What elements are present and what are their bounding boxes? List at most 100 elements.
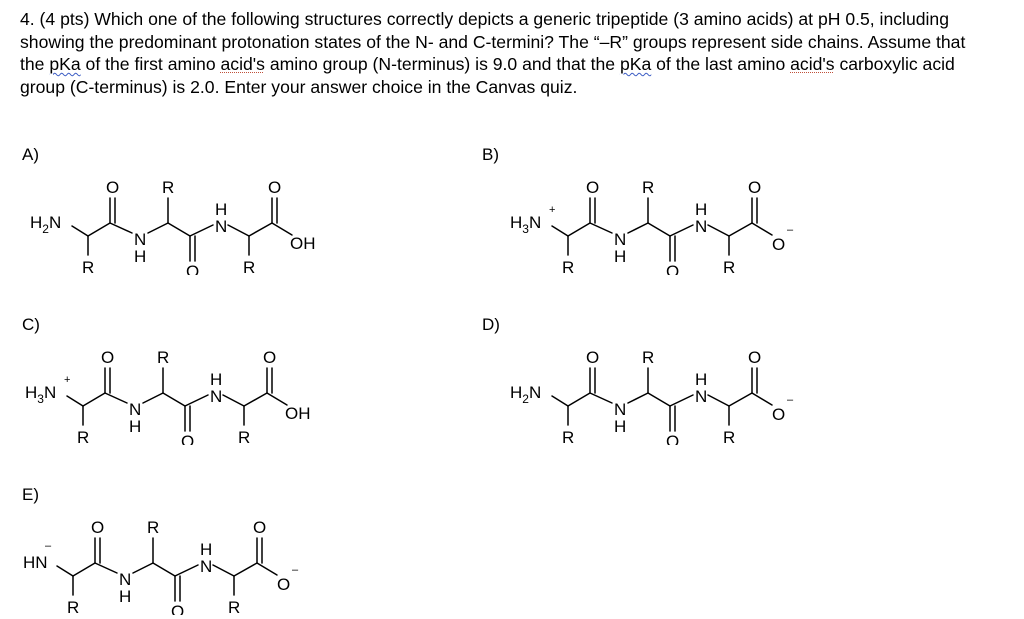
- answer-choice-d: D) H2N: [482, 315, 882, 445]
- side-chain-r: R: [67, 598, 79, 615]
- tripeptide-structure: H3N +: [25, 348, 311, 445]
- svg-text:–: –: [45, 540, 52, 552]
- pka-term: pKa: [619, 54, 652, 74]
- carbonyl-oxygen: O: [101, 348, 114, 367]
- amide-nitrogen: N: [614, 230, 626, 249]
- svg-text:H3N: H3N: [25, 383, 56, 406]
- answer-choice-e: E) HN –: [22, 485, 422, 615]
- answer-choice-a: A) H2N: [22, 145, 422, 275]
- tripeptide-structure: H3N +: [510, 178, 794, 275]
- svg-text:O: O: [277, 575, 290, 594]
- c-terminus-carboxylate: O –: [772, 394, 794, 424]
- n-terminus-protonated-amine: H3N +: [25, 374, 84, 407]
- svg-text:OH: OH: [285, 404, 311, 423]
- carbonyl-oxygen: O: [253, 518, 266, 537]
- pka-term: pKa: [49, 54, 81, 74]
- amide-nitrogen: N: [210, 387, 222, 406]
- amide-hydrogen: H: [119, 587, 131, 606]
- question-part-2: of the first amino: [80, 54, 221, 74]
- answer-choice-b: B) H3N +: [482, 145, 882, 275]
- question-part-4: of the last amino: [651, 54, 791, 74]
- amide-hydrogen: H: [614, 247, 626, 266]
- carbonyl-oxygen: O: [171, 602, 184, 615]
- side-chain-r: R: [147, 518, 159, 537]
- amide-nitrogen: N: [695, 387, 707, 406]
- amide-hydrogen: H: [134, 247, 146, 266]
- tripeptide-structure: H2N O: [30, 178, 316, 275]
- amide-nitrogen: N: [695, 217, 707, 236]
- question-text: 4. (4 pts) Which one of the following st…: [20, 8, 970, 98]
- amide-hydrogen: H: [210, 370, 222, 389]
- svg-text:H2N: H2N: [510, 383, 541, 406]
- side-chain-r: R: [562, 258, 574, 275]
- peptide-backbone: [567, 197, 773, 262]
- atom-labels: O R N H R O H N R O: [82, 178, 281, 275]
- carbonyl-oxygen: O: [268, 178, 281, 197]
- svg-text:HN: HN: [23, 553, 48, 572]
- question-part-3: amino group (N-terminus) is 9.0 and that…: [264, 54, 620, 74]
- carbonyl-oxygen: O: [666, 432, 679, 445]
- amide-hydrogen: H: [200, 540, 212, 559]
- choice-label: D): [482, 315, 500, 334]
- carbonyl-oxygen: O: [748, 348, 761, 367]
- amide-hydrogen: H: [129, 417, 141, 436]
- question-part-1: 4. (4 pts) Which one of the following st…: [20, 9, 966, 74]
- peptide-backbone: [87, 197, 293, 262]
- side-chain-r: R: [723, 258, 735, 275]
- side-chain-r: R: [228, 598, 240, 615]
- carbonyl-oxygen: O: [91, 518, 104, 537]
- tripeptide-structure: HN – O: [23, 518, 299, 615]
- choice-label: E): [22, 485, 39, 504]
- carbonyl-oxygen: O: [666, 262, 679, 275]
- amide-nitrogen: N: [129, 400, 141, 419]
- atom-labels: O R N H R O H N R O: [77, 348, 276, 445]
- side-chain-r: R: [243, 258, 255, 275]
- choice-label: A): [22, 145, 39, 164]
- carbonyl-oxygen: O: [586, 348, 599, 367]
- svg-text:O: O: [772, 405, 785, 424]
- tripeptide-structure: H2N O: [510, 348, 794, 445]
- c-terminus-carboxylate: O –: [277, 564, 299, 594]
- side-chain-r: R: [723, 428, 735, 445]
- svg-text:–: –: [292, 564, 299, 576]
- amide-nitrogen: N: [215, 217, 227, 236]
- amide-nitrogen: N: [614, 400, 626, 419]
- side-chain-r: R: [82, 258, 94, 275]
- side-chain-r: R: [642, 348, 654, 367]
- atom-labels: O R N H R O H N R O: [67, 518, 266, 615]
- svg-text:+: +: [64, 374, 70, 386]
- n-terminus-neutral-amine: H2N: [510, 383, 569, 407]
- side-chain-r: R: [562, 428, 574, 445]
- svg-text:H2N: H2N: [30, 213, 61, 236]
- amide-hydrogen: H: [614, 417, 626, 436]
- svg-text:–: –: [787, 394, 794, 406]
- choice-label: B): [482, 145, 499, 164]
- side-chain-r: R: [642, 178, 654, 197]
- carbonyl-oxygen: O: [586, 178, 599, 197]
- amide-nitrogen: N: [134, 230, 146, 249]
- side-chain-r: R: [157, 348, 169, 367]
- peptide-backbone: [72, 537, 278, 602]
- question-part-5: carboxylic acid group (C-terminus) is 2.…: [20, 54, 955, 97]
- c-terminus-carboxylate: O –: [772, 224, 794, 254]
- svg-text:H3N: H3N: [510, 213, 541, 236]
- carbonyl-oxygen: O: [106, 178, 119, 197]
- amide-nitrogen: N: [119, 570, 131, 589]
- carbonyl-oxygen: O: [263, 348, 276, 367]
- amide-nitrogen: N: [200, 557, 212, 576]
- side-chain-r: R: [238, 428, 250, 445]
- amide-hydrogen: H: [215, 200, 227, 219]
- atom-labels: O R N H R O H N R O: [562, 348, 761, 445]
- atom-labels: O R N H R O H N R O: [562, 178, 761, 275]
- amide-hydrogen: H: [695, 200, 707, 219]
- choice-label: C): [22, 315, 40, 334]
- svg-text:OH: OH: [290, 234, 316, 253]
- side-chain-r: R: [77, 428, 89, 445]
- svg-text:O: O: [772, 235, 785, 254]
- n-terminus-deprotonated-amide-anion: HN –: [23, 540, 74, 577]
- carbonyl-oxygen: O: [181, 432, 194, 445]
- side-chain-r: R: [162, 178, 174, 197]
- n-terminus-neutral-amine: H2N: [30, 213, 89, 237]
- c-terminus-carboxylic-acid: OH: [285, 404, 311, 423]
- carbonyl-oxygen: O: [748, 178, 761, 197]
